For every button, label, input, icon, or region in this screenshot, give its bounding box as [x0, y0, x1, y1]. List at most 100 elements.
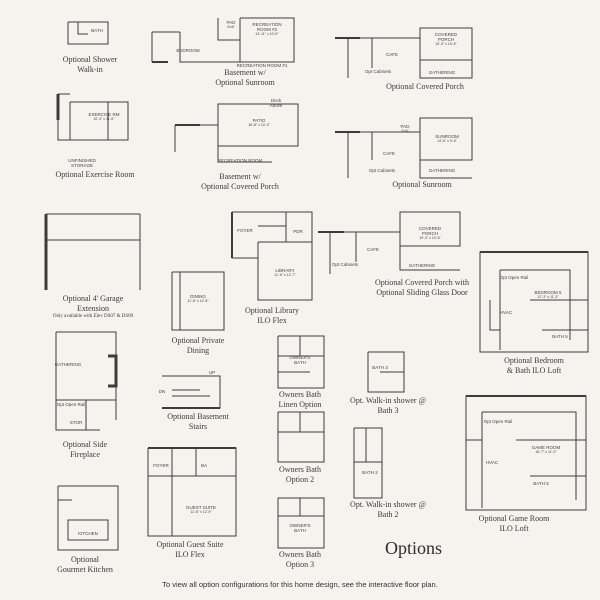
- plan-covered-porch: [335, 27, 473, 79]
- room-dimension: 6'x6': [401, 129, 409, 133]
- room-dimension: 11'-6" x 12'-9": [190, 510, 212, 514]
- room-dimension: 15'-3" x 10'-6": [435, 42, 457, 46]
- room-dimension: 12'-3" x 11'-3": [537, 295, 559, 299]
- option-caption: Optional Covered Porch: [386, 82, 464, 91]
- plan-shower-walk-in: [67, 21, 109, 45]
- plan-basement-covered-porch: [174, 103, 299, 163]
- plan-owners-bath-option-2: [277, 411, 325, 463]
- option-caption: Opt. Walk-in shower @Bath 2: [350, 500, 426, 519]
- room-label: Opt Cabinets: [368, 168, 396, 173]
- plan-sunroom: [335, 117, 473, 179]
- room-label: CAFE: [382, 151, 396, 156]
- room-label: BATH 5: [552, 334, 568, 339]
- plan-library: [231, 211, 313, 301]
- plan-basement-sunroom: [151, 17, 295, 63]
- option-caption: Basement w/Optional Covered Porch: [201, 172, 279, 191]
- plan-gourmet-kitchen: [57, 485, 119, 551]
- room-label: GATHERING: [408, 263, 436, 268]
- option-caption: Basement w/Optional Sunroom: [215, 68, 275, 87]
- room-dimension: 14'-11" x 10'-9": [255, 32, 279, 36]
- plan-owners-bath-option-3: [277, 497, 325, 549]
- room-dimension: 14'-6" x 9'-6": [437, 139, 457, 143]
- room-dimension: 6'x6': [227, 25, 235, 29]
- plan-basement-stairs: [162, 375, 221, 409]
- room-label: FOYER: [153, 463, 169, 468]
- room-label: FOYER: [237, 228, 253, 233]
- room-label: Opt Cabinets: [364, 69, 392, 74]
- room-label: STOR: [69, 420, 83, 425]
- room-label: Opt Open Rail: [499, 275, 529, 280]
- room-label: CAFE: [366, 247, 380, 252]
- room-label: GATHERING: [54, 362, 82, 367]
- room-label: BATH 5: [533, 481, 549, 486]
- room-label: RECREATION ROOM: [217, 158, 263, 163]
- room-label: Opt Cabinets: [331, 262, 359, 267]
- room-dimension: 11'-6" x 12'-5": [187, 299, 209, 303]
- option-note: Only available with Elev DS07 & DS09: [52, 314, 134, 319]
- room-label: HVAC: [485, 460, 499, 465]
- plan-porch-sliding-door: [318, 211, 461, 274]
- option-caption: Optional Sunroom: [392, 180, 452, 189]
- plan-exercise-room: [56, 93, 129, 141]
- option-caption: Optional Bedroom& Bath ILO Loft: [504, 356, 564, 375]
- plan-shower-bath-2: [353, 427, 383, 499]
- room-dimension: 11'-6" x 12'-7": [274, 273, 296, 277]
- footer-note: To view all option configurations for th…: [162, 580, 438, 589]
- room-label: UP: [208, 370, 216, 375]
- room-label: GATHERING: [428, 168, 456, 173]
- room-label: CAFE: [385, 52, 399, 57]
- room-label: BATH: [91, 28, 103, 33]
- plan-garage-extension: [44, 213, 141, 290]
- room-dimension: 15'-3" x 10'-6": [419, 236, 441, 240]
- plan-shower-bath-3: [367, 351, 405, 393]
- room-label: BATH 2: [362, 470, 378, 475]
- plan-side-fireplace: [55, 331, 118, 431]
- room-label: DN: [158, 389, 166, 394]
- room-dimension: 16'-7" x 11'-3": [535, 450, 557, 454]
- plan-bedroom-loft: [479, 251, 589, 353]
- plan-guest-suite: [147, 447, 237, 537]
- option-caption: Opt. Walk-in shower @Bath 3: [350, 396, 426, 415]
- room-label: HVAC: [499, 310, 513, 315]
- plan-owners-bath-linen: [277, 335, 325, 389]
- room-label: Opt Open Rail: [483, 419, 513, 424]
- room-label: BATH 3: [372, 365, 388, 370]
- room-label: GATHERING: [428, 70, 456, 75]
- room-label: Opt Open Rail: [56, 402, 86, 407]
- room-label: BEDROOM: [176, 48, 200, 53]
- room-label: BA: [200, 463, 208, 468]
- room-dimension: 10'-4" x 11'-6": [93, 117, 115, 121]
- plan-private-dining: [171, 271, 225, 331]
- page-title: Options: [385, 538, 443, 558]
- room-dimension: 16'-8" x 10'-3": [248, 123, 270, 127]
- room-label: RECREATION ROOM #1: [236, 63, 288, 68]
